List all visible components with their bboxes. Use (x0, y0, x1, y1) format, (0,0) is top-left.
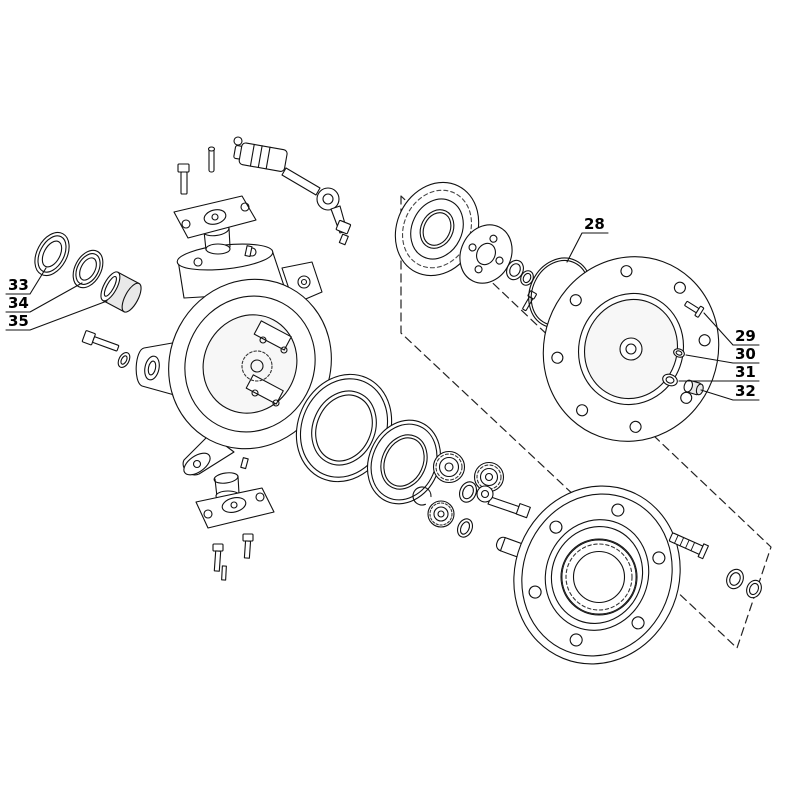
callout-29-label[interactable]: 29 (735, 327, 756, 345)
roller-bearing (394, 181, 480, 277)
callout-31[interactable]: 31 (678, 363, 760, 382)
callout-34-leader (5, 282, 83, 313)
stud-ring-b (746, 579, 762, 599)
callout-35-leader (5, 300, 108, 331)
sun-gear (432, 450, 466, 484)
callout-32-label[interactable]: 32 (735, 382, 756, 400)
steering-knuckle (135, 243, 332, 476)
wheel-hub (513, 485, 681, 665)
callout-29-leader (703, 312, 760, 346)
lower-pin (240, 457, 249, 470)
callout-33[interactable]: 33 (5, 267, 47, 295)
small-pin (244, 245, 253, 258)
callout-33-leader (5, 267, 47, 295)
callout-31-label[interactable]: 31 (735, 363, 756, 381)
callout-29[interactable]: 29 (703, 312, 760, 346)
wheel-stud (668, 532, 709, 560)
thrust-washer (458, 481, 478, 503)
circlip (412, 486, 432, 506)
tie-rod-assembly (233, 136, 352, 246)
callout-34[interactable]: 34 (5, 282, 83, 313)
hub-flange (542, 256, 720, 442)
fitting-30 (673, 348, 685, 358)
callout-28[interactable]: 28 (566, 215, 609, 263)
washer-31 (662, 373, 678, 387)
bushing-35 (100, 271, 142, 313)
callout-30-leader (685, 354, 760, 364)
knuckle-side-bolt (81, 330, 131, 368)
callout-32-leader (700, 389, 760, 401)
flange-screw-29 (684, 300, 705, 318)
callout-28-leader (566, 232, 609, 263)
top-bolt (177, 163, 190, 195)
callout-33-label[interactable]: 33 (8, 276, 29, 294)
washer-small (456, 518, 474, 538)
yoke-link (476, 485, 531, 519)
inner-seal-ring (367, 419, 441, 505)
callout-32[interactable]: 32 (700, 382, 760, 401)
callout-28-label[interactable]: 28 (584, 215, 605, 233)
lower-plate-bolts (212, 533, 254, 581)
callout-30-label[interactable]: 30 (735, 345, 756, 363)
splined-coupling (427, 500, 455, 528)
callout-34-label[interactable]: 34 (8, 294, 29, 312)
lower-swivel-plate (195, 487, 275, 529)
upper-swivel-plate (173, 195, 257, 239)
plug-32 (683, 379, 704, 396)
callout-35-label[interactable]: 35 (8, 312, 29, 330)
callout-30[interactable]: 30 (685, 345, 760, 364)
ring-34 (72, 249, 104, 289)
large-seal-ring (295, 373, 393, 483)
stud-ring-a (726, 568, 744, 590)
seal-ring-33 (34, 231, 70, 277)
top-stud (207, 146, 216, 173)
spacer-ring-a (506, 259, 524, 281)
callout-35[interactable]: 35 (5, 300, 108, 331)
